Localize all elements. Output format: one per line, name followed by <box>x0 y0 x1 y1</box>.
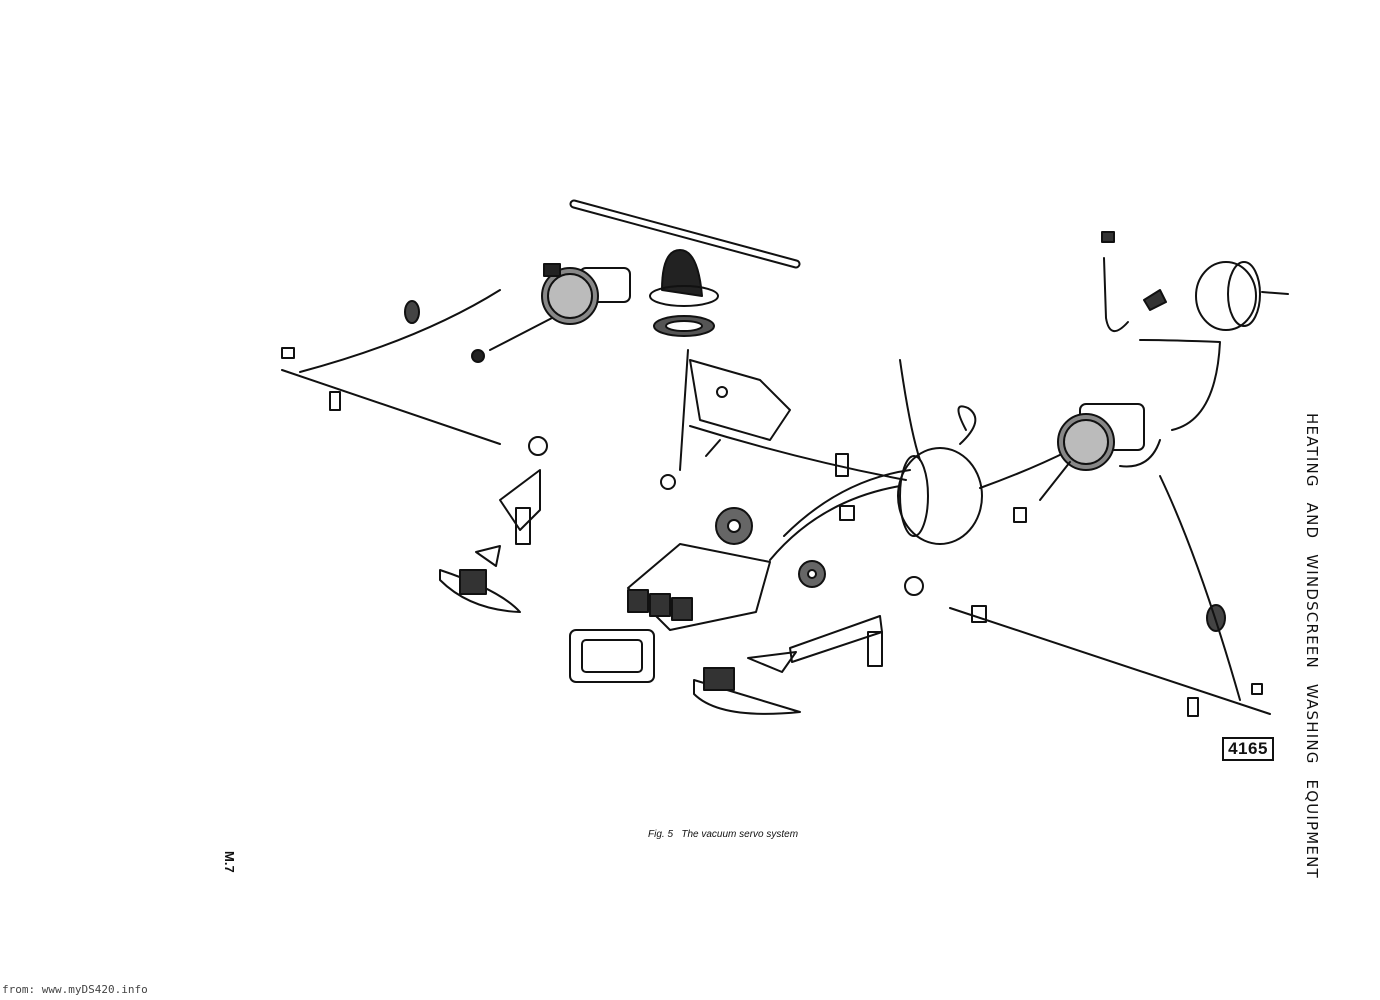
right-linkage-icon <box>693 475 1271 717</box>
source-footer: from: www.myDS420.info <box>2 983 148 996</box>
left-linkage-icon <box>281 289 548 613</box>
page-code: M.7 <box>222 851 237 873</box>
right-vacuum-servo-icon <box>1013 403 1145 523</box>
rubber-grommet-icon <box>404 300 1226 632</box>
vacuum-reservoir-icon <box>1101 231 1289 468</box>
left-vacuum-servo-icon <box>489 263 631 351</box>
valve-housing-icon <box>649 249 791 490</box>
figure-number-box: 4165 <box>1222 737 1274 761</box>
control-switch-unit-icon <box>569 543 771 683</box>
chapter-title: HEATING AND WINDSCREEN WASHING EQUIPMENT <box>1303 413 1321 879</box>
vacuum-chamber-icon <box>689 359 1071 561</box>
vacuum-servo-diagram <box>281 199 1289 717</box>
figure-caption: Fig. 5 The vacuum servo system <box>648 829 799 840</box>
control-rod-icon <box>569 199 801 269</box>
